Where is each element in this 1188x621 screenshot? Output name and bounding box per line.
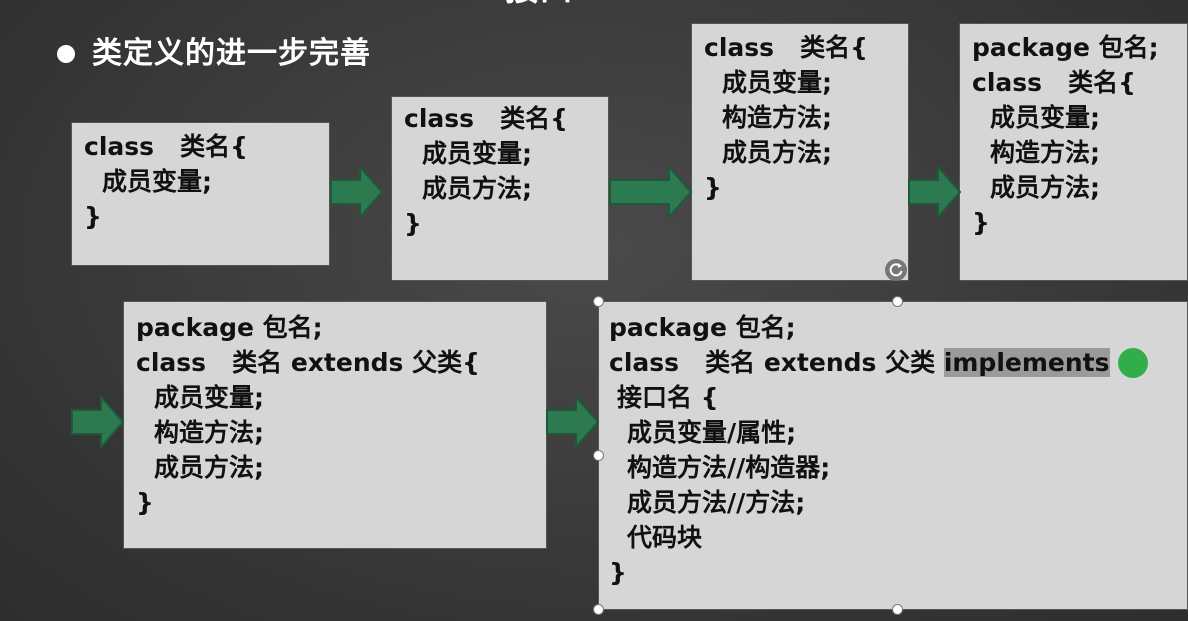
code-line: } — [704, 173, 722, 202]
code-line: package 包名; — [972, 33, 1159, 62]
code-line: } — [84, 202, 102, 231]
code-line: 成员变量; — [990, 103, 1100, 132]
class-box-1: class 类名{ 成员变量; } — [71, 122, 330, 266]
code-line: class 类名{ — [972, 68, 1136, 97]
code-line: 成员变量; — [722, 68, 832, 97]
code-line: package 包名; — [136, 313, 323, 342]
code-line: 成员方法//方法; — [627, 488, 806, 517]
code-line: 代码块 — [627, 523, 703, 552]
code-line: } — [404, 209, 422, 238]
resize-handle-top-center[interactable] — [892, 296, 903, 307]
code-line: class 类名{ — [704, 33, 868, 62]
resize-handle-top-left[interactable] — [593, 296, 604, 307]
code-line-text: class 类名 extends 父类 — [609, 348, 944, 377]
code-line: 成员变量; — [422, 139, 532, 168]
resize-handle-middle-left[interactable] — [593, 450, 604, 461]
code-line: 成员方法; — [722, 138, 832, 167]
code-line: 接口名 { — [617, 383, 719, 412]
pointer-highlight-icon — [1118, 348, 1148, 378]
class-box-4: package 包名; class 类名{ 成员变量; 构造方法; 成员方法; … — [959, 23, 1188, 281]
slide-bullet-title: 类定义的进一步完善 — [92, 36, 371, 71]
code-line: 构造方法; — [990, 138, 1100, 167]
code-line: class 类名{ — [404, 104, 568, 133]
arrow-right-icon — [71, 396, 125, 448]
arrow-right-icon — [908, 166, 962, 218]
code-line: 成员方法; — [422, 174, 532, 203]
code-line: } — [136, 488, 154, 517]
slide-heading-fragment: 接口 — [505, 0, 605, 6]
code-line: class 类名{ — [84, 132, 248, 161]
class-box-3: class 类名{ 成员变量; 构造方法; 成员方法; } — [691, 23, 909, 281]
code-line: 成员变量; — [154, 383, 264, 412]
code-line: 成员方法; — [154, 453, 264, 482]
class-box-2: class 类名{ 成员变量; 成员方法; } — [391, 96, 609, 281]
code-line: 成员变量; — [102, 167, 212, 196]
class-box-5: package 包名; class 类名 extends 父类{ 成员变量; 构… — [123, 301, 547, 549]
arrow-right-icon — [546, 396, 600, 448]
code-line: } — [609, 558, 627, 587]
resize-handle-bottom-left[interactable] — [593, 604, 604, 615]
code-line: 构造方法//构造器; — [627, 453, 831, 482]
code-line: } — [972, 208, 990, 237]
code-line: 构造方法; — [722, 103, 832, 132]
code-line: 成员方法; — [990, 173, 1100, 202]
highlighted-keyword: implements — [943, 348, 1110, 377]
bullet-icon — [57, 45, 75, 63]
code-line: package 包名; — [609, 313, 796, 342]
arrow-right-icon — [609, 166, 693, 218]
class-box-6-selected[interactable]: package 包名; class 类名 extends 父类 implemen… — [598, 301, 1188, 610]
code-line: 构造方法; — [154, 418, 264, 447]
code-line: class 类名 extends 父类{ — [136, 348, 480, 377]
arrow-right-icon — [330, 166, 384, 218]
rotate-handle-icon[interactable] — [885, 259, 907, 281]
code-line: class 类名 extends 父类 implements — [609, 345, 1187, 380]
code-line: 成员变量/属性; — [627, 418, 797, 447]
resize-handle-bottom-center[interactable] — [892, 604, 903, 615]
